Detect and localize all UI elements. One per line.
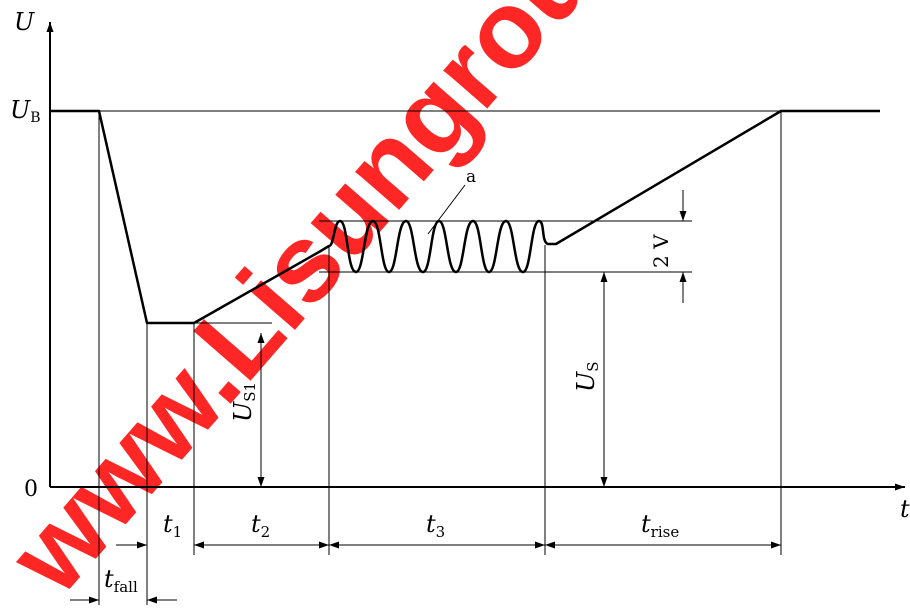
- ripple-label: 2 V: [649, 234, 673, 268]
- annotation-leader: [427, 184, 466, 235]
- y-axis-label: U: [14, 8, 35, 36]
- tfall-label: tfall: [104, 565, 138, 596]
- vertical-guides: [98, 111, 782, 605]
- voltage-curve: [50, 109, 880, 325]
- t2-label: t2: [251, 510, 270, 541]
- annotation-label: a: [466, 167, 476, 187]
- watermark: www.Lisungroup.com: [0, 0, 829, 608]
- trise-label: trise: [641, 510, 679, 541]
- us-label: US: [572, 361, 602, 392]
- us1-label: US1: [229, 382, 259, 422]
- x-axis-label: t: [900, 495, 910, 523]
- t3-label: t3: [426, 510, 445, 541]
- ub-label: UB: [10, 96, 41, 126]
- origin-label: 0: [24, 477, 38, 502]
- t1-label: t1: [163, 510, 182, 541]
